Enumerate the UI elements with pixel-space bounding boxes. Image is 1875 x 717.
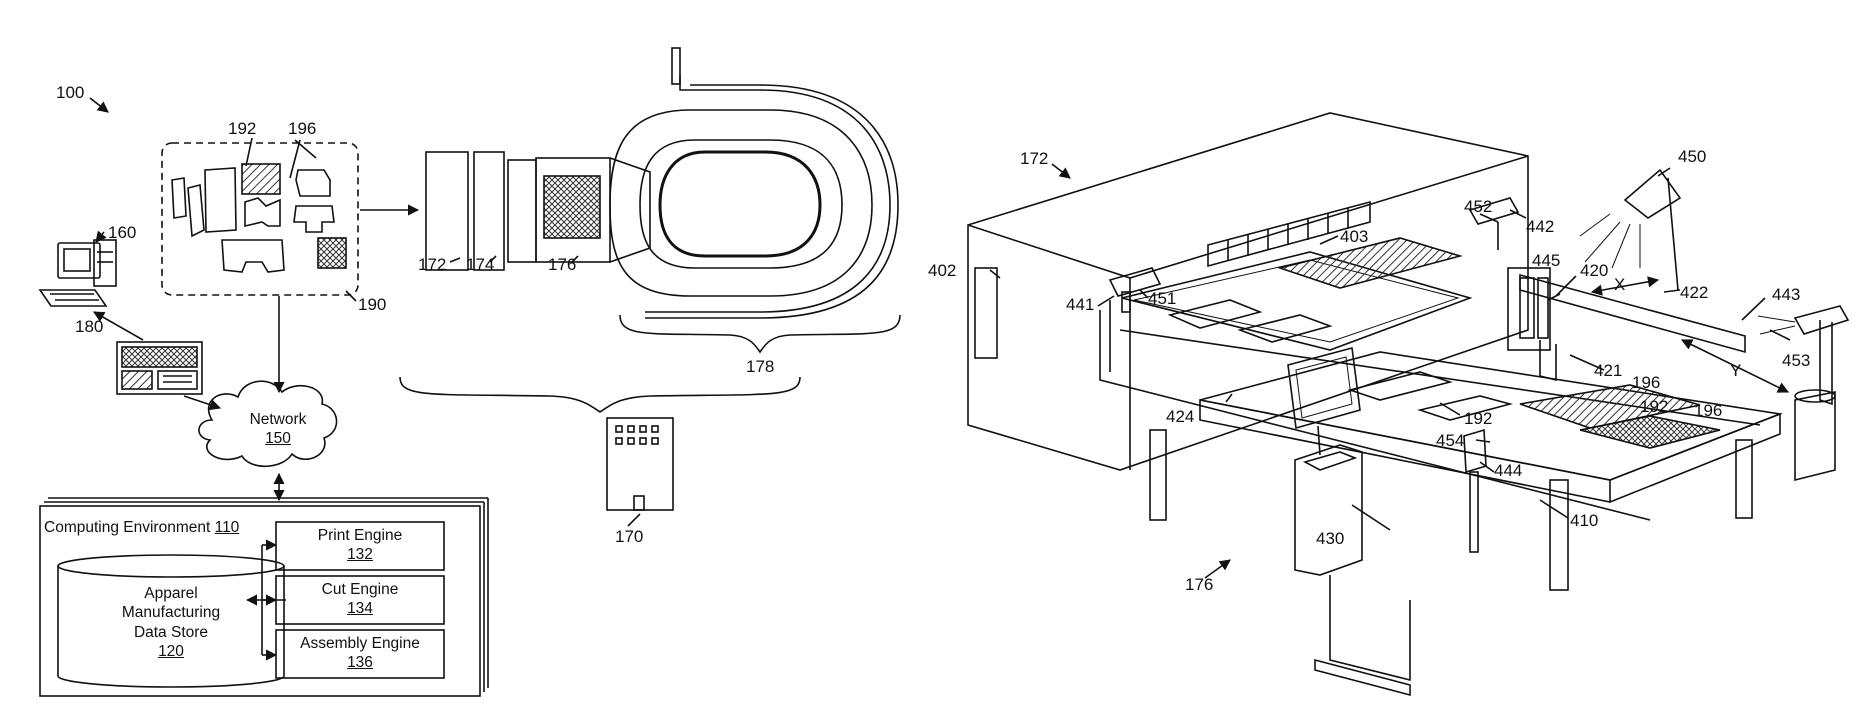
brace-178	[620, 315, 900, 352]
ref-camera-right: 443	[1772, 286, 1800, 303]
system-arrow	[90, 98, 108, 112]
ref-gantry-rail: 422	[1680, 284, 1708, 301]
ref-head-bit: 421	[1594, 362, 1622, 379]
gantry	[1520, 275, 1745, 352]
ref-side-frame: 424	[1166, 408, 1194, 425]
ref-camera-left-lens: 451	[1148, 290, 1176, 307]
ref-system: 100	[56, 84, 84, 101]
ref-camera-top: 442	[1526, 218, 1554, 235]
client-computer-icon	[40, 232, 116, 306]
sensor	[1464, 430, 1486, 472]
ref-camera-right-lens: 453	[1782, 352, 1810, 369]
assembly-line-oval	[610, 48, 898, 318]
print-engine-ref: 132	[347, 546, 373, 563]
ref-control-panel: 430	[1316, 530, 1344, 547]
ref-cut-pieces-group: 190	[358, 296, 386, 313]
ref-head-mount: 445	[1532, 252, 1560, 269]
ref-pieces-192-b: 192	[1640, 398, 1668, 415]
ref-client-device: 160	[108, 224, 136, 241]
ref-sensor-light: 454	[1436, 432, 1464, 449]
computing-environment-ref: 110	[215, 519, 240, 536]
ref-assembly-line: 178	[746, 358, 774, 375]
ref-pieces-196-a: 196	[1632, 374, 1660, 391]
ref-vent: 403	[1340, 228, 1368, 245]
print-engine-label: Print Engine 132	[276, 526, 444, 565]
ref-display: 180	[75, 318, 103, 335]
display-icon	[117, 342, 202, 394]
camera-right	[1795, 306, 1848, 334]
ref-piece-a: 192	[228, 120, 256, 137]
ref-table: 410	[1570, 512, 1598, 529]
facility-building	[607, 418, 673, 526]
assembly-engine-ref: 136	[347, 654, 373, 671]
ref-light: 450	[1678, 148, 1706, 165]
ref-camera-top-lens: 452	[1464, 198, 1492, 215]
data-store-ref: 120	[158, 643, 184, 660]
ref-housing-panel: 402	[928, 262, 956, 279]
ref-axis-y: Y	[1730, 362, 1741, 379]
network-ref: 150	[265, 430, 291, 447]
ref-cutter: 176	[548, 256, 576, 273]
ref-facility: 170	[615, 528, 643, 545]
ref-dryer: 174	[466, 256, 494, 273]
network-label: Network 150	[228, 410, 328, 449]
ref-camera-left: 441	[1066, 296, 1094, 313]
cut-pieces-group	[162, 138, 358, 295]
ref-pieces-196-b: 196	[1694, 402, 1722, 419]
ref-cutting-head: 420	[1580, 262, 1608, 279]
cut-engine-ref: 134	[347, 600, 373, 617]
assembly-engine-label: Assembly Engine 136	[276, 634, 444, 673]
ref-sensor: 444	[1494, 462, 1522, 479]
ref-piece-b: 196	[288, 120, 316, 137]
cut-engine-label: Cut Engine 134	[276, 580, 444, 619]
ref-printer: 172	[418, 256, 446, 273]
overhead-light	[1625, 170, 1680, 218]
ref-pieces-192-a: 192	[1464, 410, 1492, 427]
computing-environment-label: Computing Environment 110	[44, 518, 239, 537]
ref-machine: 172	[1020, 150, 1048, 167]
brace-170	[400, 377, 800, 412]
data-store-label: Apparel Manufacturing Data Store 120	[60, 584, 282, 662]
ref-machine-assembly: 176	[1185, 576, 1213, 593]
ref-axis-x: X	[1614, 276, 1625, 293]
